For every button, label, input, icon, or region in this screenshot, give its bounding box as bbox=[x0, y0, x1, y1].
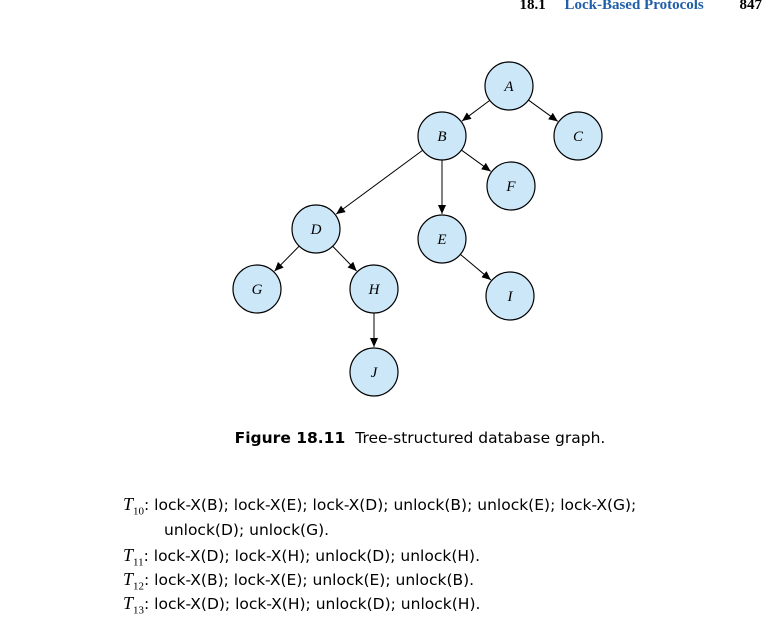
edge-e-i bbox=[460, 254, 492, 281]
edge-b-d bbox=[335, 149, 423, 215]
node-label: J bbox=[371, 365, 379, 381]
transaction-ops: : lock-X(D); lock-X(H); unlock(D); unloc… bbox=[143, 547, 481, 565]
edge-b-f bbox=[461, 149, 492, 172]
node-label: G bbox=[252, 282, 263, 298]
node-label: H bbox=[368, 282, 381, 298]
node-circle bbox=[291, 204, 341, 254]
section-title: Lock-Based Protocols bbox=[564, 0, 704, 13]
node-circle bbox=[553, 111, 603, 161]
node-c: C bbox=[553, 111, 603, 161]
transaction-name: T12 bbox=[123, 569, 145, 593]
transaction-name: T11 bbox=[123, 545, 144, 569]
node-h: H bbox=[349, 264, 399, 314]
node-circle bbox=[349, 264, 399, 314]
page-number: 847 bbox=[739, 0, 763, 13]
figure-label: Figure 18.11 bbox=[234, 429, 346, 447]
transaction-ops: : lock-X(B); lock-X(E); unlock(E); unloc… bbox=[144, 571, 475, 589]
node-label: C bbox=[573, 129, 584, 145]
page-header: 18.1 Lock-Based Protocols 847 bbox=[519, 0, 762, 14]
transaction-ops: : lock-X(B); lock-X(E); lock-X(D); unloc… bbox=[144, 496, 637, 514]
transaction-ops: : lock-X(D); lock-X(H); unlock(D); unloc… bbox=[144, 595, 481, 613]
node-label: B bbox=[437, 129, 446, 145]
node-i: I bbox=[485, 271, 535, 321]
transaction-t12: T12: lock-X(B); lock-X(E); unlock(E); un… bbox=[123, 569, 474, 593]
figure-caption: Figure 18.11 Tree-structured database gra… bbox=[0, 429, 778, 447]
node-circle bbox=[484, 61, 534, 111]
transaction-t10-continued: unlock(D); unlock(G). bbox=[164, 521, 329, 539]
node-f: F bbox=[486, 161, 536, 211]
node-label: D bbox=[310, 222, 322, 238]
edge-a-c bbox=[528, 99, 559, 122]
node-circle bbox=[485, 271, 535, 321]
edge-d-h bbox=[332, 245, 357, 272]
tree-nodes: A B C D E F G H I J bbox=[232, 61, 603, 397]
tree-edges bbox=[274, 99, 559, 347]
transaction-ops: unlock(D); unlock(G). bbox=[164, 521, 330, 539]
transaction-name: T13 bbox=[123, 593, 145, 617]
figure-caption-text: Tree-structured database graph. bbox=[355, 429, 606, 447]
node-circle bbox=[232, 264, 282, 314]
node-circle bbox=[417, 111, 467, 161]
node-circle bbox=[486, 161, 536, 211]
node-d: D bbox=[291, 204, 341, 254]
section-number: 18.1 bbox=[519, 0, 546, 13]
node-circle bbox=[349, 347, 399, 397]
transaction-t10: T10: lock-X(B); lock-X(E); lock-X(D); un… bbox=[123, 494, 636, 518]
node-label: I bbox=[507, 289, 514, 305]
node-e: E bbox=[417, 214, 467, 264]
transaction-t11: T11: lock-X(D); lock-X(H); unlock(D); un… bbox=[123, 545, 480, 569]
edge-d-g bbox=[274, 245, 300, 272]
node-a: A bbox=[484, 61, 534, 111]
node-label: E bbox=[436, 232, 446, 248]
node-j: J bbox=[349, 347, 399, 397]
edge-a-b bbox=[461, 99, 491, 122]
tree-graph: A B C D E F G H I J bbox=[232, 61, 603, 397]
node-label: A bbox=[503, 79, 514, 95]
node-label: F bbox=[505, 179, 516, 195]
node-g: G bbox=[232, 264, 282, 314]
node-b: B bbox=[417, 111, 467, 161]
transaction-name: T10 bbox=[123, 494, 145, 518]
transaction-t13: T13: lock-X(D); lock-X(H); unlock(D); un… bbox=[123, 593, 480, 617]
node-circle bbox=[417, 214, 467, 264]
